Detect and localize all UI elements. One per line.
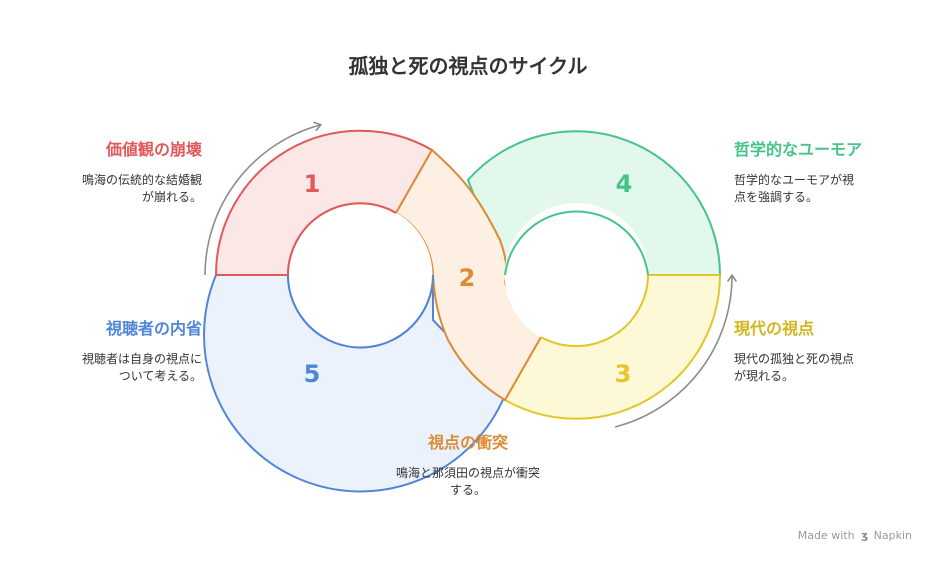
segment-2-heading: 視点の衝突 [427,433,508,452]
left-ring-hole [288,203,433,347]
segment-5-label-block: 視聴者の内省 視聴者は自身の視点に ついて考える。 [30,318,202,385]
segment-2-text-line: する。 [449,483,486,497]
segment-2-shape [395,149,542,401]
made-with-napkin-watermark: Made with ʒ Napkin [798,529,912,542]
segment-4-label-block: 哲学的なユーモア 哲学的なユーモアが視 点を強調する。 [734,139,914,206]
cycle-arrow-right [614,274,737,428]
watermark-brand: Napkin [873,529,912,542]
segment-1-number: 1 [304,170,321,198]
segment-2-text-line: 鳴海と那須田の視点が衝突 [395,466,540,480]
segment-4-text-line: 点を強調する。 [734,190,819,204]
segment-5-inner-edge [287,274,434,349]
segment-1-heading: 価値観の崩壊 [105,140,202,159]
segment-5-text-line: 視聴者は自身の視点に [81,352,202,366]
segment-2-number: 2 [459,264,476,292]
segment-1-text-line: 鳴海の伝統的な結婚観 [81,173,202,187]
segment-3-number: 3 [615,360,632,388]
page-title: 孤独と死の視点のサイクル [348,54,588,78]
segment-1-text-line: が崩れる。 [141,190,202,204]
segment-1-label-block: 価値観の崩壊 鳴海の伝統的な結婚観 が崩れる。 [30,139,202,206]
right-ring-hole [504,203,649,347]
segment-2-label-block: 視点の衝突 鳴海と那須田の視点が衝突 する。 [350,432,586,499]
segment-3-inner-edge [540,274,649,348]
segment-4-heading: 哲学的なユーモア [734,140,863,159]
napkin-logo-icon: ʒ [861,529,869,542]
segment-3-heading: 現代の視点 [734,319,815,338]
segment-4-number: 4 [616,170,633,198]
segment-4-inner-edge [504,210,649,276]
segment-4-text-line: 哲学的なユーモアが視 [734,173,855,187]
segment-5-description: 視聴者は自身の視点に ついて考える。 [30,351,202,385]
segment-5-text-line: ついて考える。 [118,369,202,383]
segment-3-label-block: 現代の視点 現代の孤独と死の視点 が現れる。 [734,318,914,385]
segment-3-text-line: 現代の孤独と死の視点 [734,352,855,366]
segment-3-description: 現代の孤独と死の視点 が現れる。 [734,351,914,385]
segment-4-description: 哲学的なユーモアが視 点を強調する。 [734,172,914,206]
watermark-prefix: Made with [797,529,855,542]
segment-5-number: 5 [304,360,321,388]
cycle-arrow-left [204,121,322,276]
segment-1-description: 鳴海の伝統的な結婚観 が崩れる。 [30,172,202,206]
segment-1-inner-edge [287,202,397,276]
segment-3-text-line: が現れる。 [734,369,795,383]
segment-5-heading: 視聴者の内省 [105,319,202,338]
segment-2-description: 鳴海と那須田の視点が衝突 する。 [350,465,586,499]
